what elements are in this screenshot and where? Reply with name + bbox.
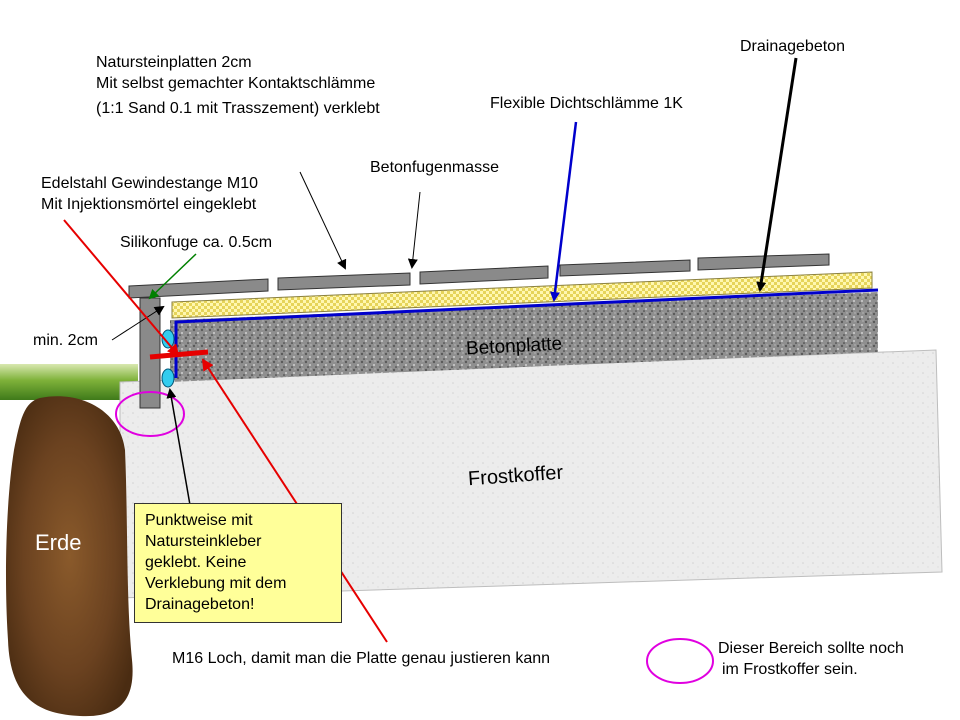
label-legend-circle: Dieser Bereich sollte noch im Frostkoffe… [718, 640, 904, 678]
legend-circle [646, 638, 714, 684]
label-gewindestange: Edelstahl Gewindestange M10 Mit Injektio… [41, 175, 259, 213]
arrow-drainagebeton [756, 57, 798, 292]
stone-slab [419, 265, 549, 285]
note-box: Punktweise mit Natursteinkleber geklebt.… [134, 503, 342, 623]
erde-soil [6, 396, 133, 717]
arrow-silikonfuge [148, 253, 197, 300]
stone-slab [559, 259, 691, 277]
label-m16-loch: M16 Loch, damit man die Platte genau jus… [172, 650, 551, 667]
arrow-natursteinplatten [299, 171, 347, 270]
label-min2cm: min. 2cm [33, 332, 98, 349]
arrow-min2cm [111, 305, 165, 341]
stone-slab [128, 278, 269, 299]
label-betonfugenmasse: Betonfugenmasse [370, 159, 499, 176]
label-silikonfuge: Silikonfuge ca. 0.5cm [120, 234, 273, 251]
arrow-note [166, 388, 191, 506]
grass-strip [0, 364, 138, 400]
label-drainagebeton: Drainagebeton [740, 38, 845, 55]
label-erde: Erde [35, 530, 82, 555]
label-dichtschlaemme: Flexible Dichtschlämme 1K [490, 95, 683, 112]
frost-zone-circle [115, 391, 185, 437]
arrow-dichtschlaemme [550, 121, 578, 302]
adhesive-dot [161, 368, 175, 388]
stone-slab [277, 272, 411, 291]
drainagebeton-layer [171, 271, 873, 319]
label-natursteinplatten: Natursteinplatten 2cm Mit selbst gemacht… [96, 54, 380, 117]
arrow-m16-loch [201, 358, 388, 643]
dichtschlaemme-line [174, 288, 879, 378]
arrow-betonfugenmasse [407, 191, 421, 269]
arrow-gewindestange [63, 219, 180, 357]
